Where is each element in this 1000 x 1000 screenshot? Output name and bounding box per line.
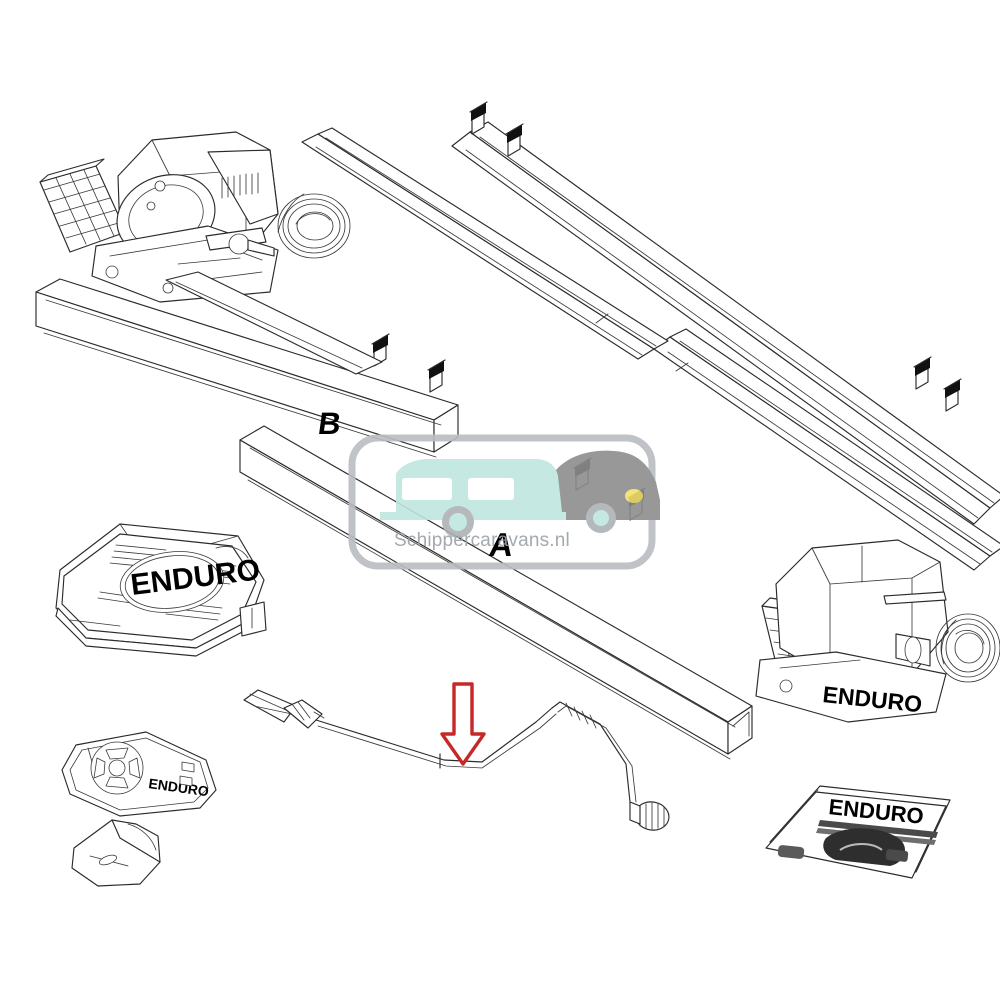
part-power-cable xyxy=(243,689,670,831)
watermark-text: Schippercaravans.nl xyxy=(394,530,570,551)
bolt xyxy=(469,101,488,135)
part-rail-upper-left xyxy=(301,127,669,360)
part-control-box: ENDURO xyxy=(55,523,267,657)
bolt xyxy=(427,359,446,393)
bolt xyxy=(505,123,524,157)
drive-roller xyxy=(39,158,127,253)
part-rail-mid xyxy=(653,328,1000,571)
part-manual-booklet: ENDURO xyxy=(765,785,951,879)
bolt xyxy=(943,378,962,412)
annotation-red-arrow xyxy=(440,682,486,766)
part-coil-cable-right xyxy=(935,613,1000,683)
part-remote-holder xyxy=(71,819,161,887)
label-a-text: A xyxy=(487,527,516,564)
part-drive-unit-right: ENDURO xyxy=(755,539,949,723)
label-a: A xyxy=(487,527,516,564)
part-drive-unit-left xyxy=(39,131,383,375)
label-b: B xyxy=(316,406,343,441)
watermark-car-icon xyxy=(540,450,660,533)
watermark-caravan-icon xyxy=(380,459,566,538)
part-remote-control: ENDURO xyxy=(61,731,217,817)
part-coil-cable-left xyxy=(277,193,351,259)
crank-grip xyxy=(565,702,597,729)
label-b-text: B xyxy=(316,406,343,441)
part-rail-top xyxy=(451,101,1000,525)
watermark: Schippercaravans.nl xyxy=(348,434,660,570)
bolt xyxy=(913,356,932,390)
